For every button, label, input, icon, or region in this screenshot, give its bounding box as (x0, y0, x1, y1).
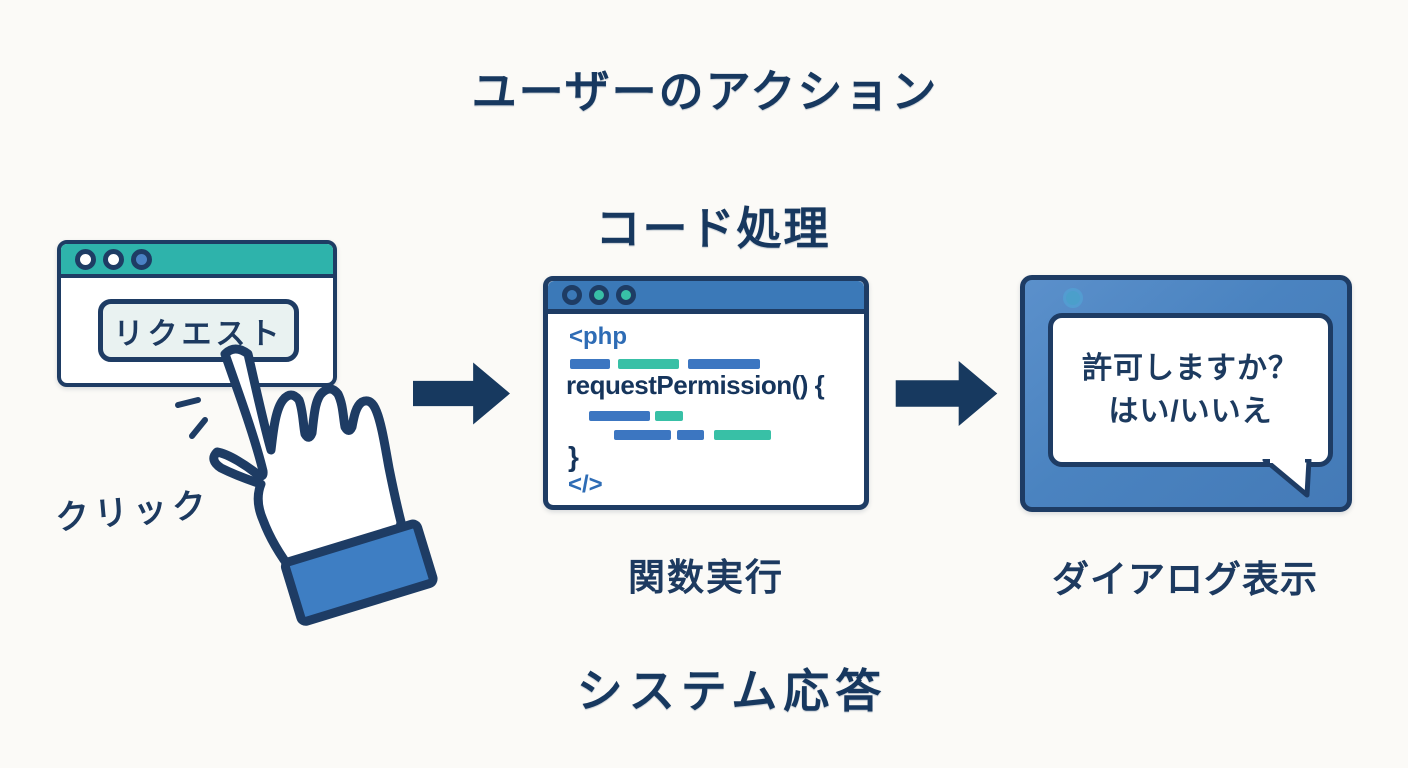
code-closing-brace: } (568, 441, 579, 472)
browser-titlebar (61, 244, 333, 278)
code-bar (655, 411, 683, 421)
code-bar (614, 430, 671, 440)
code-bar (677, 430, 704, 440)
window-dot-icon (75, 248, 96, 270)
click-marks-icon (175, 397, 208, 439)
code-bar (570, 359, 610, 369)
code-open-tag: <php (569, 323, 627, 350)
pointer-hand-icon (209, 344, 438, 626)
code-titlebar (548, 281, 864, 314)
arrow-right-icon (895, 361, 998, 426)
camera-dot-icon (1063, 288, 1083, 308)
window-dot-icon (131, 248, 152, 270)
permission-dialog: 許可しますか？ はい/いいえ (1048, 313, 1333, 467)
request-button: リクエスト (98, 299, 299, 362)
dialog-question: 許可しますか？ (1082, 351, 1299, 385)
code-bar (688, 359, 760, 369)
window-dot-icon (103, 248, 124, 270)
dialog-answers: はい/いいえ (1108, 395, 1273, 428)
code-function-line: requestPermission() { (566, 370, 825, 400)
code-window: <php requestPermission() { } </> (543, 276, 869, 510)
sleeve-cuff (280, 519, 438, 626)
label-system-response: システム応答 (576, 665, 888, 717)
code-bar (589, 411, 650, 421)
code-bar (618, 359, 679, 369)
window-dot-icon (616, 285, 636, 305)
dialog-screen: 許可しますか？ はい/いいえ (1020, 275, 1352, 512)
code-close-tag: </> (568, 471, 603, 498)
function-exec-caption: 関数実行 (628, 557, 784, 598)
arrow-right-icon (413, 362, 510, 425)
page-title: ユーザーのアクション (471, 66, 939, 117)
click-caption: クリック (53, 486, 213, 538)
speech-bubble-tail (1262, 459, 1312, 498)
label-code-processing: コード処理 (595, 203, 831, 254)
window-dot-icon (562, 285, 582, 305)
window-dot-icon (589, 285, 609, 305)
browser-window: リクエスト (57, 240, 337, 387)
dialog-caption: ダイアログ表示 (1052, 559, 1318, 600)
code-bar (714, 430, 771, 440)
